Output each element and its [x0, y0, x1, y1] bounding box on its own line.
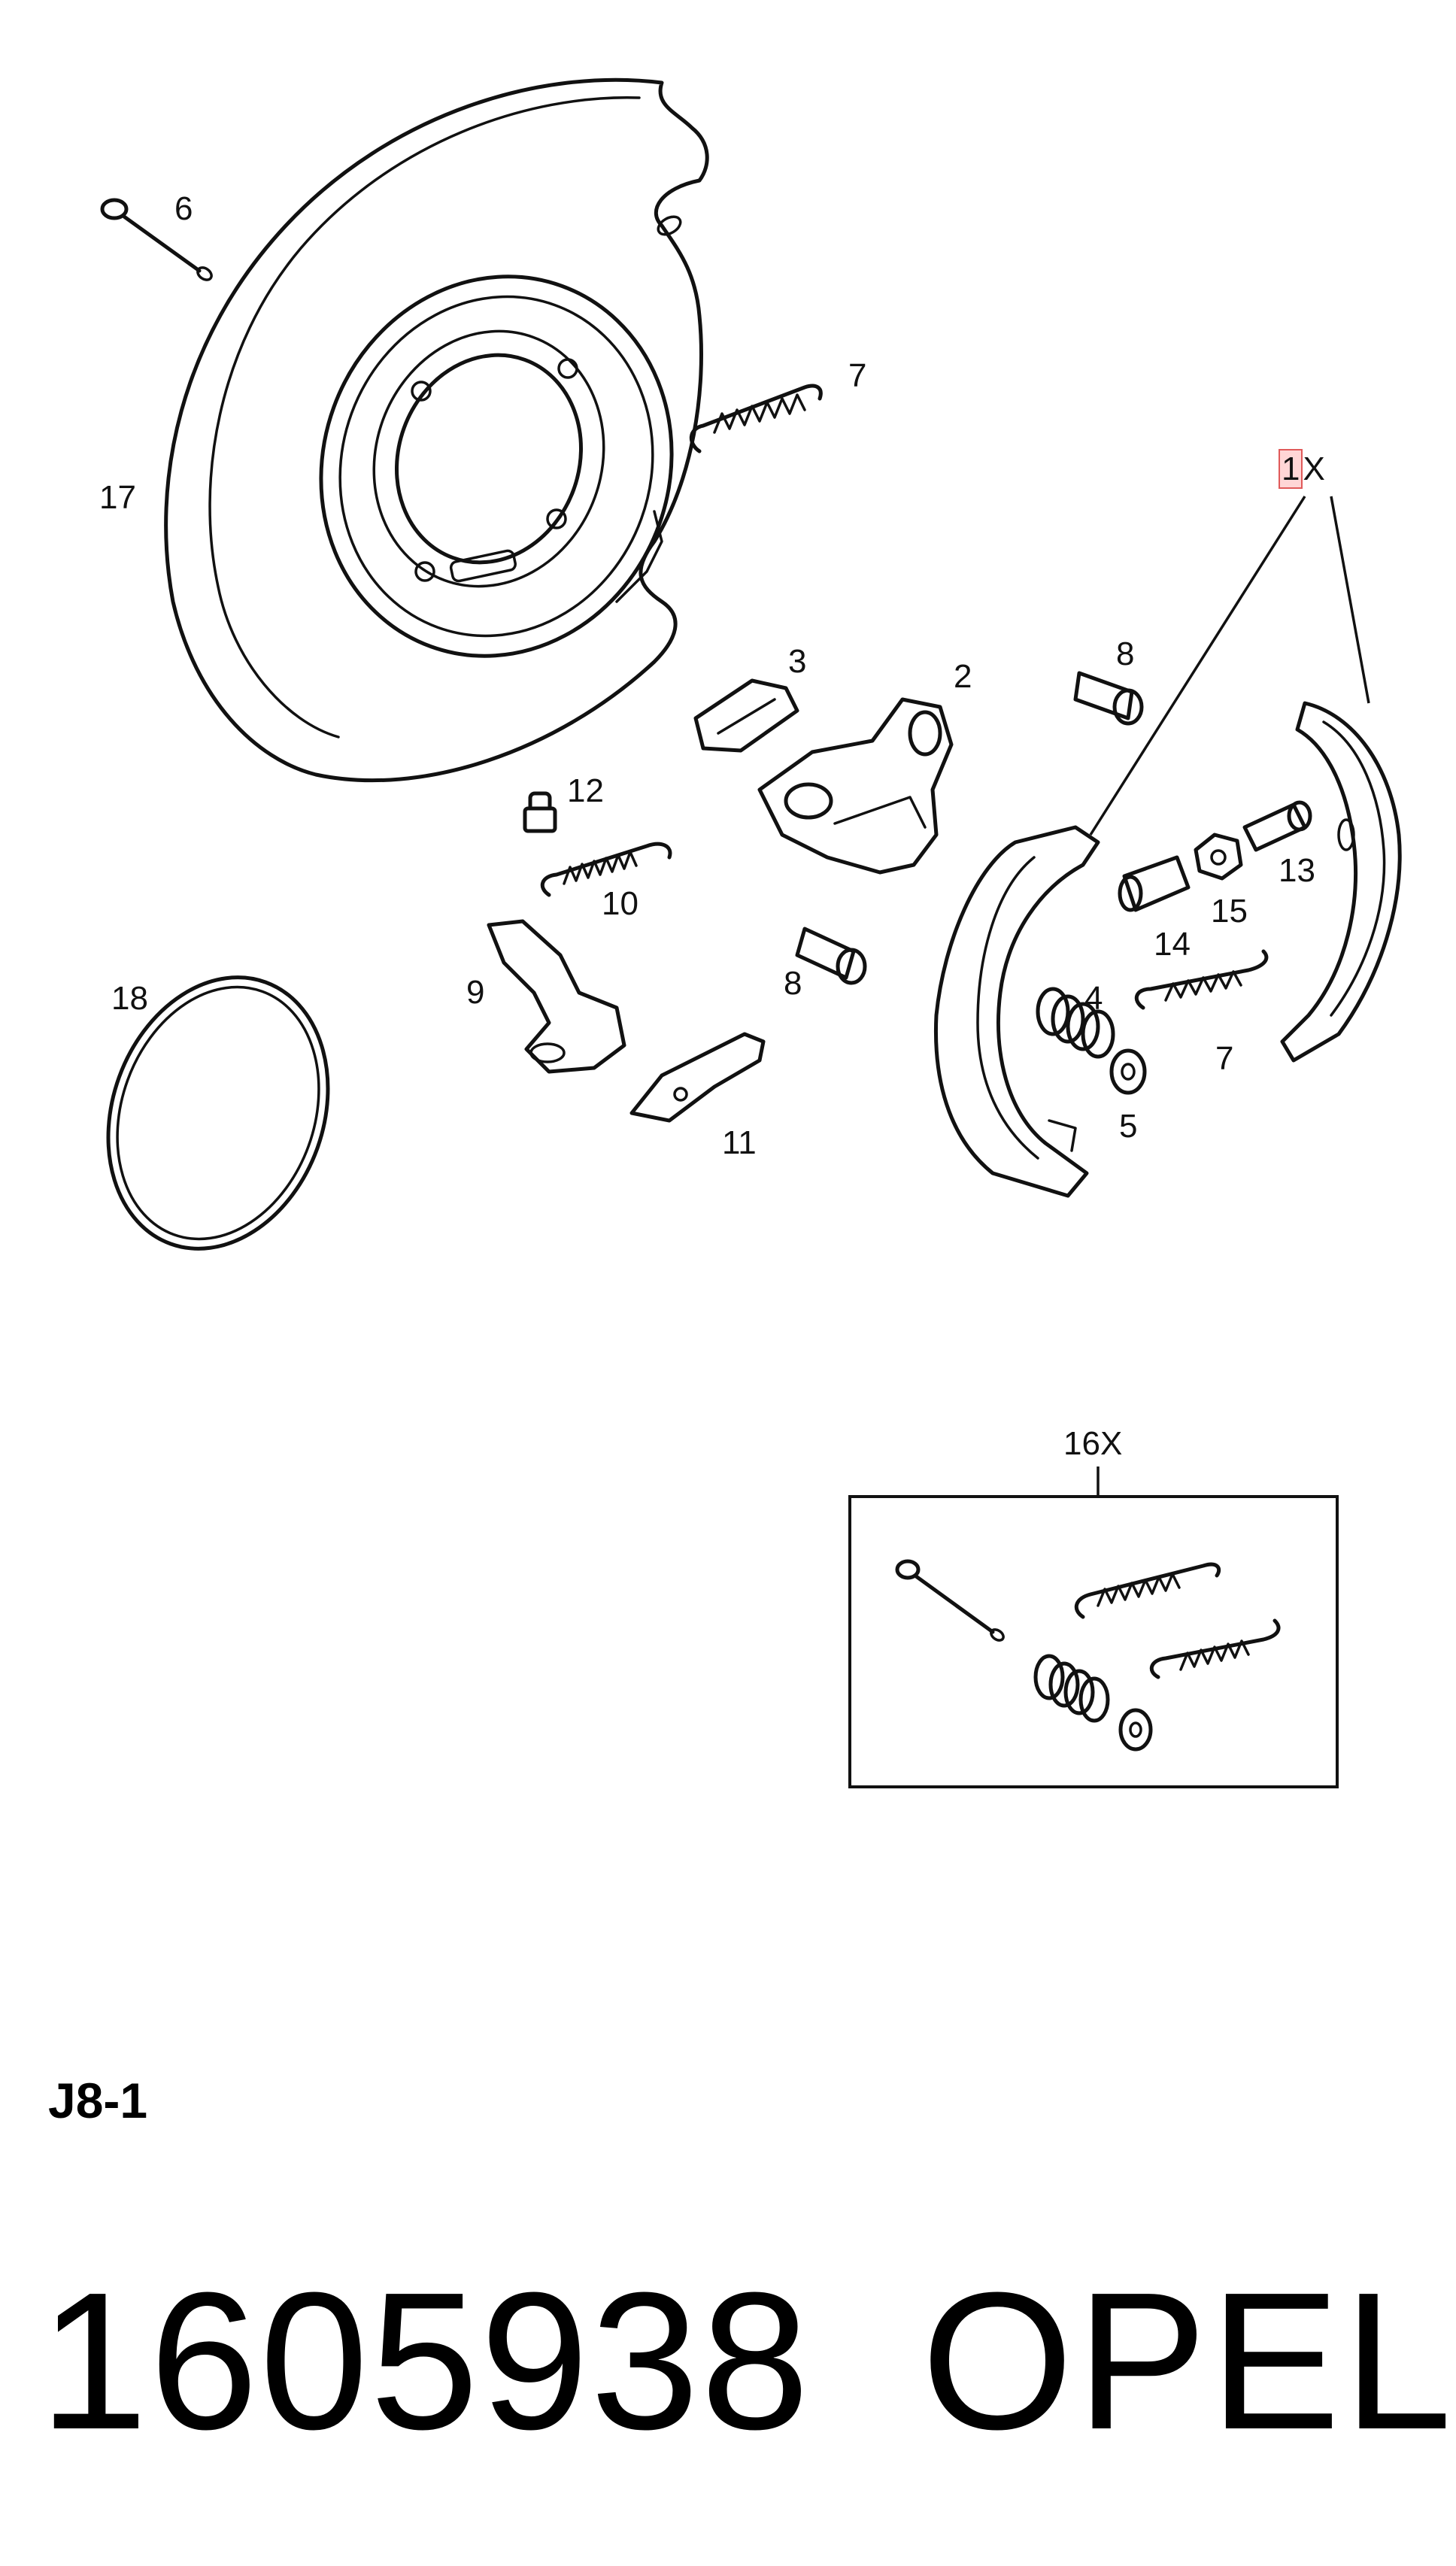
spring-7-upper — [689, 384, 823, 453]
callout-8-lower: 8 — [784, 965, 802, 1002]
callout-8-upper: 8 — [1116, 635, 1135, 672]
callout-6: 6 — [174, 190, 193, 227]
bolt-8-upper — [1073, 671, 1144, 726]
brand-name: OPEL — [921, 2252, 1455, 2470]
part-number: 1605938 — [39, 2252, 811, 2470]
callout-17: 17 — [99, 479, 136, 516]
callout-1x-suffix: X — [1303, 450, 1325, 487]
o-ring-18 — [106, 975, 330, 1251]
section-code: J8-1 — [48, 2073, 148, 2128]
pin-6 — [100, 198, 213, 281]
plate-3 — [693, 678, 799, 753]
sleeve-14 — [1118, 855, 1191, 912]
adjuster-clip-11 — [629, 1032, 766, 1123]
callout-1x: 1X — [1279, 449, 1325, 489]
callout-16x: 16X — [1063, 1425, 1123, 1462]
adjuster-nut-15 — [1194, 833, 1243, 881]
callout-5: 5 — [1119, 1108, 1138, 1145]
brake-shoe-right — [1280, 701, 1402, 1063]
callout-7-lower: 7 — [1215, 1040, 1234, 1077]
leader-1x-right — [1330, 496, 1370, 704]
leader-1x-left — [1089, 496, 1306, 836]
backing-plate-17 — [164, 77, 709, 783]
exploded-brake-diagram — [100, 77, 1402, 1788]
callout-1x-number: 1 — [1279, 449, 1303, 489]
spring-10 — [540, 842, 672, 897]
callout-12: 12 — [567, 772, 604, 809]
callout-13: 13 — [1279, 852, 1315, 889]
callout-2: 2 — [954, 658, 972, 695]
callout-7-upper: 7 — [848, 357, 867, 394]
callout-14: 14 — [1154, 926, 1191, 963]
callout-4: 4 — [1084, 980, 1103, 1017]
bolt-13 — [1242, 800, 1312, 852]
bolt-8-lower — [795, 927, 867, 985]
kit-box-16x — [848, 1467, 1339, 1788]
coil-spring-4 — [1036, 987, 1115, 1059]
bleed-nipple-12 — [523, 791, 557, 833]
callout-15: 15 — [1211, 893, 1248, 930]
bracket-2 — [757, 697, 954, 875]
lever-9 — [487, 919, 626, 1074]
callout-9: 9 — [466, 974, 485, 1011]
spring-7-lower — [1134, 949, 1269, 1010]
washer-5 — [1109, 1048, 1147, 1095]
brake-shoe-left — [933, 825, 1100, 1198]
callout-3: 3 — [788, 643, 807, 680]
callout-10: 10 — [602, 885, 639, 922]
callout-11: 11 — [722, 1124, 757, 1161]
callout-18: 18 — [111, 980, 148, 1017]
